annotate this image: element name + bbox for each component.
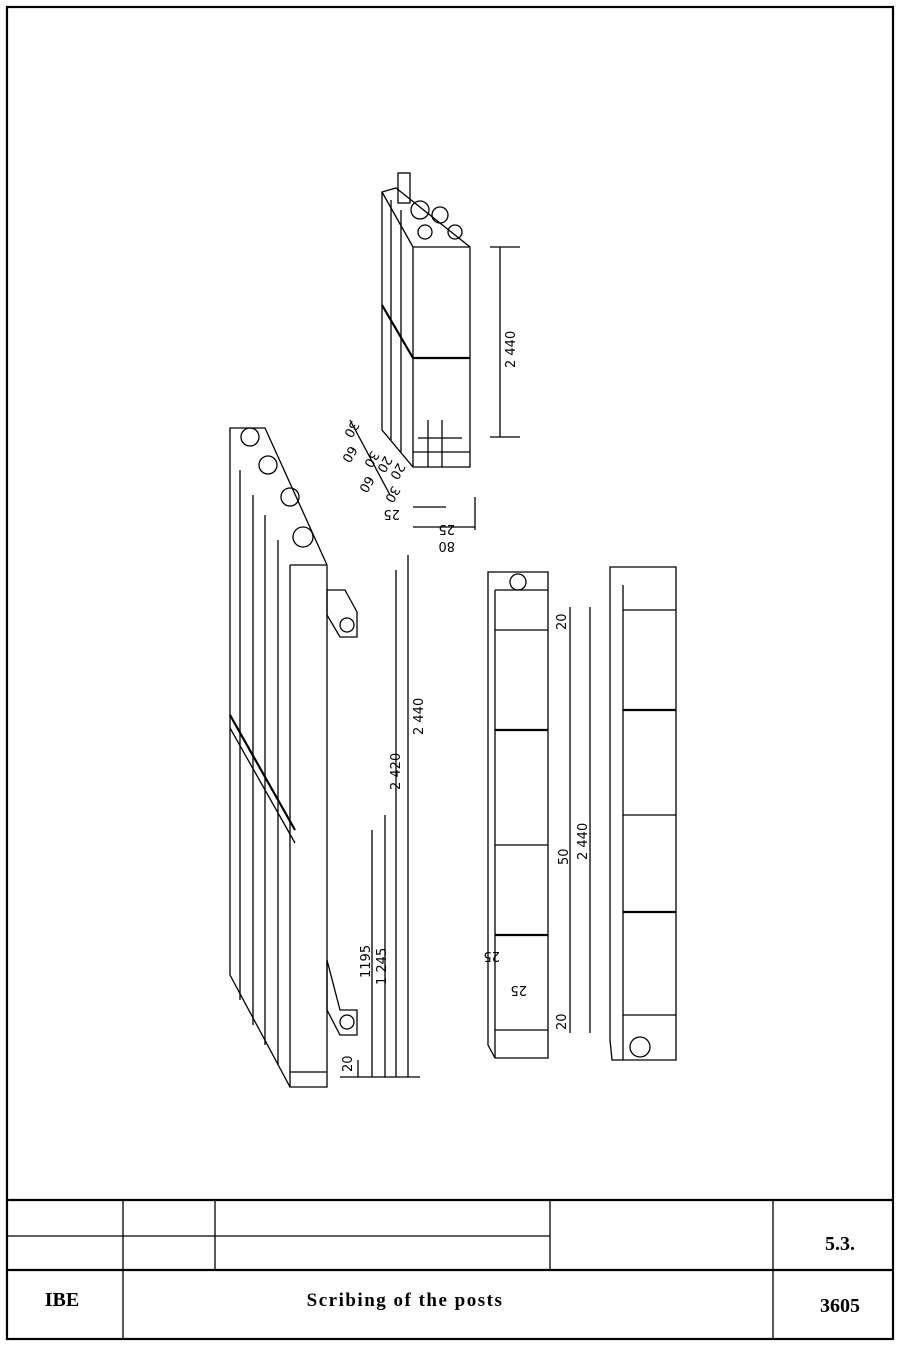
org-label: IBE [45,1289,79,1311]
svg-text:60: 60 [355,473,376,495]
drawing-title: Scribing of the posts [307,1290,504,1311]
top-post-height-label: 2 440 [504,331,519,368]
svg-text:30: 30 [340,418,361,440]
svg-text:20: 20 [555,613,570,630]
svg-text:2 420: 2 420 [389,753,404,790]
svg-text:50: 50 [557,848,572,865]
svg-text:2 440: 2 440 [412,698,427,735]
title-block: IBE Scribing of the posts 5.3. 3605 [7,1198,893,1339]
svg-text:25: 25 [510,982,527,997]
section-number: 5.3. [825,1233,855,1255]
svg-text:80: 80 [438,538,455,553]
svg-text:20: 20 [386,460,407,482]
svg-text:20: 20 [373,453,394,475]
right-posts: 20 50 2 440 20 25 25 [483,566,677,1061]
svg-text:20: 20 [555,1013,570,1030]
left-post-assembly: 2 440 2 420 1 245 1195 20 [229,427,427,1088]
top-post-drawing: 2 440 30 60 30 60 30 20 20 25 25 80 [338,172,520,553]
svg-text:25: 25 [438,521,455,536]
sheet-frame [5,5,895,1341]
svg-text:60: 60 [338,443,359,465]
svg-text:30: 30 [360,448,381,470]
svg-text:20: 20 [341,1055,356,1072]
svg-text:1 245: 1 245 [375,948,390,985]
svg-text:30: 30 [381,483,402,505]
svg-text:1195: 1195 [359,945,374,978]
drawing-number: 3605 [820,1295,860,1317]
svg-text:25: 25 [483,948,500,963]
svg-text:25: 25 [383,506,400,521]
svg-text:2 440: 2 440 [576,823,591,860]
